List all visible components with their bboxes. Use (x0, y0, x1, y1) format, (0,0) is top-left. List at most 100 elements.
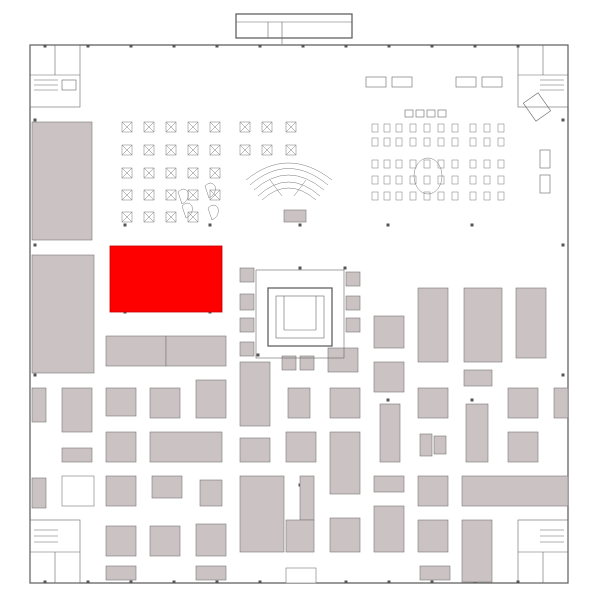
booth[interactable] (239, 361, 271, 427)
booth[interactable] (417, 287, 449, 363)
booth[interactable] (379, 403, 401, 463)
booth[interactable] (31, 121, 93, 241)
booth[interactable] (149, 525, 181, 557)
booth[interactable] (373, 475, 405, 493)
square-table (209, 144, 221, 156)
cafe-table (483, 191, 491, 201)
booth[interactable] (105, 335, 167, 367)
booth[interactable] (461, 519, 493, 583)
pillar (33, 118, 37, 122)
booth[interactable] (105, 565, 137, 581)
booth[interactable] (195, 379, 227, 419)
booth[interactable] (239, 437, 271, 463)
booth[interactable] (417, 387, 449, 419)
booth[interactable] (507, 431, 539, 463)
booth[interactable] (419, 565, 451, 581)
square-table (143, 189, 155, 201)
square-table (187, 189, 199, 201)
cafe-table (371, 123, 379, 133)
square-table (143, 167, 155, 179)
square-table (239, 144, 251, 156)
booth[interactable] (345, 295, 361, 311)
booth[interactable] (239, 267, 255, 283)
booth[interactable] (61, 447, 93, 463)
booth[interactable] (239, 317, 255, 333)
booth[interactable] (239, 293, 255, 311)
booth[interactable] (105, 431, 137, 463)
booth[interactable] (299, 475, 315, 521)
booth[interactable] (327, 347, 359, 373)
corner-service-bottom-right (517, 519, 569, 584)
booth[interactable] (507, 387, 539, 419)
cafe-table (383, 137, 391, 147)
cafe-table (423, 137, 431, 147)
cafe-table (409, 191, 417, 201)
booth[interactable] (345, 317, 361, 333)
booth[interactable] (285, 431, 317, 463)
booth[interactable] (105, 525, 137, 557)
square-table (121, 189, 133, 201)
cafe-table (437, 137, 445, 147)
booth[interactable] (463, 369, 493, 387)
booth[interactable] (329, 517, 361, 553)
booth[interactable] (285, 519, 315, 553)
booth[interactable] (105, 387, 137, 417)
square-table (121, 144, 133, 156)
pillar (470, 223, 474, 227)
booth[interactable] (417, 519, 449, 553)
booth[interactable] (31, 477, 47, 509)
booth[interactable] (373, 315, 405, 349)
booth[interactable] (151, 475, 183, 499)
square-table (209, 189, 221, 201)
lounge-seat (181, 202, 193, 219)
booth[interactable] (31, 387, 47, 423)
booth[interactable] (149, 431, 223, 463)
cafe-table (437, 175, 445, 185)
booth[interactable] (239, 341, 255, 357)
cafe-table (469, 137, 477, 147)
pillar (473, 44, 477, 48)
cafe-table (497, 159, 505, 169)
booth[interactable] (417, 475, 449, 507)
cafe-table (497, 137, 505, 147)
lounge-seat (204, 182, 216, 199)
center-stage (255, 269, 345, 359)
booth[interactable] (31, 254, 95, 374)
white-booth-bottom[interactable] (285, 567, 317, 584)
pillar (301, 44, 305, 48)
booth[interactable] (281, 355, 297, 371)
booth[interactable] (287, 387, 311, 419)
white-booth[interactable] (61, 475, 95, 507)
pillar (129, 44, 133, 48)
booth[interactable] (239, 475, 285, 553)
booth[interactable] (329, 387, 361, 419)
booth[interactable] (373, 505, 405, 553)
booth[interactable] (419, 433, 433, 457)
booth[interactable] (463, 287, 503, 363)
booth[interactable] (299, 355, 315, 371)
booth[interactable] (195, 523, 227, 557)
pillar (516, 44, 520, 48)
square-table (121, 167, 133, 179)
cafe-table (483, 123, 491, 133)
booth[interactable] (461, 475, 569, 507)
highlighted-booth[interactable] (109, 245, 223, 313)
booth[interactable] (199, 479, 223, 507)
booth[interactable] (345, 271, 361, 287)
pillar (343, 266, 347, 270)
square-table (165, 189, 177, 201)
booth[interactable] (165, 335, 227, 367)
booth[interactable] (195, 565, 227, 581)
booth[interactable] (149, 387, 181, 419)
booth[interactable] (61, 387, 93, 433)
booth[interactable] (373, 361, 405, 393)
booth[interactable] (515, 287, 547, 359)
cafe-table (437, 159, 445, 169)
booth[interactable] (329, 431, 361, 495)
square-table (239, 121, 251, 133)
booth[interactable] (105, 475, 137, 507)
booth[interactable] (433, 435, 447, 455)
pillar (298, 223, 302, 227)
booth[interactable] (553, 387, 569, 419)
booth[interactable] (465, 403, 489, 463)
